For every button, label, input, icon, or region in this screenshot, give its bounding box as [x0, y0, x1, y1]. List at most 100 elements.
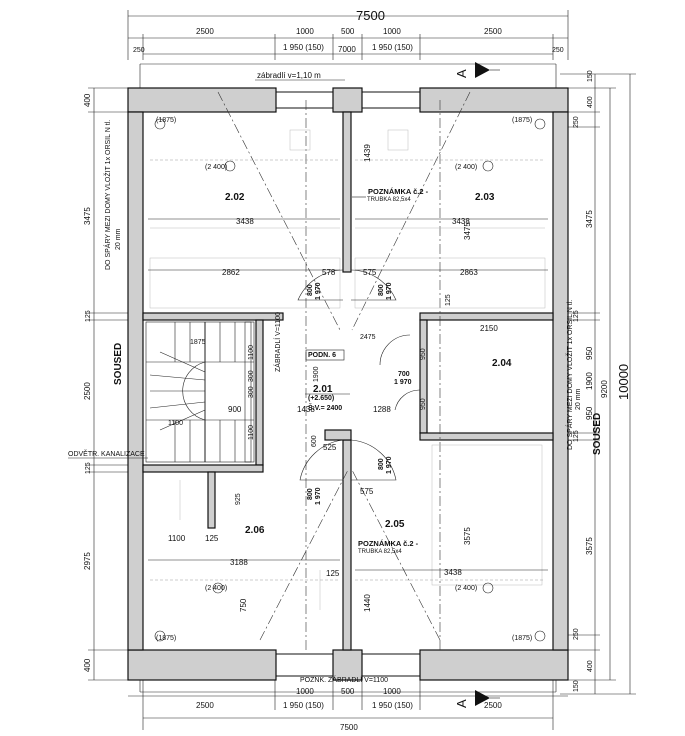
- dim-1875: 1875: [190, 339, 206, 346]
- dim-total-right: 10000: [616, 364, 631, 400]
- dim-top-2: 1000: [296, 27, 314, 36]
- dim-right-12: 150: [573, 680, 580, 692]
- dim-1100-a: 1100: [248, 345, 255, 360]
- joint-note-right: DO SPÁRY MEZI DOMY VLOŽIT 1x ORSIL N tl.: [565, 300, 574, 450]
- door-700: 700: [398, 371, 410, 378]
- dim-300-b: 300: [248, 370, 255, 382]
- dim-1900: 1900: [313, 366, 320, 382]
- dim-right-9: 3575: [585, 537, 594, 555]
- dim-1439: 1439: [363, 144, 372, 162]
- dim-bot-3: 1000: [383, 687, 401, 696]
- sill-5: (2 400): [205, 164, 227, 171]
- dim-top-0: 250: [133, 47, 145, 54]
- dim-right-0: 150: [587, 70, 594, 82]
- dim-bot-0: 2500: [196, 701, 214, 710]
- sill-7: (2 400): [205, 585, 227, 592]
- dim-1440: 1440: [363, 594, 372, 612]
- sewer-label: ODVĚTR. KANALIZACE: [68, 449, 145, 458]
- dim-950-a: 950: [420, 348, 427, 360]
- misc-labels: zábradlí v=1,10 m POZNK. ZÁBRADLÍ V=1100…: [68, 71, 603, 684]
- dim-125-a: 125: [445, 294, 452, 306]
- note-1-title: POZNÁMKA č.2 -: [368, 187, 429, 196]
- dim-right-3: 3475: [585, 210, 594, 228]
- door-800-d: 800: [307, 488, 314, 500]
- dim-left-1: 3475: [83, 207, 92, 225]
- dim-right-11: 400: [587, 660, 594, 672]
- sill-2: (1875): [512, 117, 532, 124]
- sill-4: (1875): [512, 635, 532, 642]
- dim-525: 525: [323, 443, 337, 452]
- dim-top-6: 250: [552, 47, 564, 54]
- dim-right-5: 950: [585, 346, 594, 360]
- dim-bot-1: 1000: [296, 687, 314, 696]
- door-1970-e: 1 970: [315, 487, 322, 505]
- dim-top-window-left: 1 950 (150): [283, 43, 324, 52]
- neighbor-left: SOUSED: [113, 343, 124, 385]
- section-a-top: A: [454, 69, 469, 78]
- dim-left-4: 125: [85, 462, 92, 474]
- sill-8: (2 400): [455, 585, 477, 592]
- dim-top-window-right: 1 950 (150): [372, 43, 413, 52]
- dim-right-2: 250: [573, 116, 580, 128]
- room-labels: 2.02 2.03 2.04 2.01 2.05 2.06: [225, 192, 512, 536]
- dim-right-7: 950: [585, 406, 594, 420]
- door-800-b: 800: [378, 284, 385, 296]
- dim-300-a: 300: [248, 386, 255, 398]
- staircase: [145, 321, 255, 463]
- dim-left-2: 125: [85, 310, 92, 322]
- railing-top-label: zábradlí v=1,10 m: [257, 71, 321, 80]
- neighbor-right: SOUSED: [592, 413, 603, 455]
- door-800-c: 800: [378, 458, 385, 470]
- room-2-03: 2.03: [475, 192, 495, 203]
- section-arrow-top: [475, 62, 490, 78]
- dim-578: 578: [322, 268, 336, 277]
- dim-bot-4: 2500: [484, 701, 502, 710]
- dim-left-5: 2975: [83, 552, 92, 570]
- railing-stair-label: ZÁBRADLÍ V=1100: [273, 312, 282, 372]
- dim-1100-d: 1100: [248, 425, 255, 440]
- level-b: Š.V.= 2400: [308, 403, 342, 412]
- notes: POZNÁMKA č.2 - TRUBKA 82,5x4 POZNÁMKA č.…: [352, 187, 429, 555]
- interior-dimensions: 3438 3438 2862 2863 578 575 1439 3475 18…: [148, 144, 548, 612]
- sill-3: (1875): [156, 635, 176, 642]
- dim-125-c: 125: [326, 569, 340, 578]
- joint-mm-left: 20 mm: [115, 228, 122, 250]
- room-2-05: 2.05: [385, 519, 405, 530]
- door-swings: [297, 269, 421, 481]
- dim-left-6: 400: [83, 658, 92, 672]
- dim-2150: 2150: [480, 324, 498, 333]
- bottom-dimensions: 2500 1000 500 1000 2500 1 950 (150) 1 95…: [128, 680, 568, 732]
- dim-575-a: 575: [363, 268, 377, 277]
- dim-750: 750: [239, 598, 248, 612]
- door-800-a: 800: [307, 284, 314, 296]
- section-a-bottom: A: [454, 699, 469, 708]
- section-markers: A A: [454, 62, 500, 708]
- dim-top-1: 2500: [196, 27, 214, 36]
- dim-1100-c: 1100: [168, 534, 186, 543]
- dim-1100-b: 1100: [168, 420, 183, 427]
- dim-950-b: 950: [420, 398, 427, 410]
- sill-6: (2 400): [455, 164, 477, 171]
- door-labels: 800 1 970 800 1 970 700 1 970 800 1 970 …: [307, 282, 412, 505]
- dim-right-inner: 9200: [600, 380, 609, 398]
- dim-top-inner: 7000: [338, 45, 356, 54]
- dim-3188: 3188: [230, 558, 248, 567]
- dim-top-5: 2500: [484, 27, 502, 36]
- dim-3438-c: 3438: [444, 568, 462, 577]
- dim-bot-2: 500: [341, 687, 355, 696]
- dim-1288: 1288: [373, 405, 391, 414]
- dim-right-8: 125: [573, 430, 580, 442]
- right-dimensions: 150 400 250 3475 125 950 1900 950 125 35…: [560, 70, 636, 695]
- dim-900: 900: [228, 405, 242, 414]
- dim-right-1: 400: [587, 96, 594, 108]
- roof-lines: [217, 91, 471, 650]
- dim-right-6: 1900: [585, 372, 594, 390]
- note-2-sub: TRUBKA 82,5x4: [358, 549, 402, 555]
- note-2-title: POZNÁMKA č.2 -: [358, 539, 419, 548]
- dim-right-4: 125: [573, 310, 580, 322]
- dim-2863: 2863: [460, 268, 478, 277]
- room-2-04: 2.04: [492, 358, 512, 369]
- dim-925: 925: [235, 493, 242, 505]
- dim-right-10: 250: [573, 628, 580, 640]
